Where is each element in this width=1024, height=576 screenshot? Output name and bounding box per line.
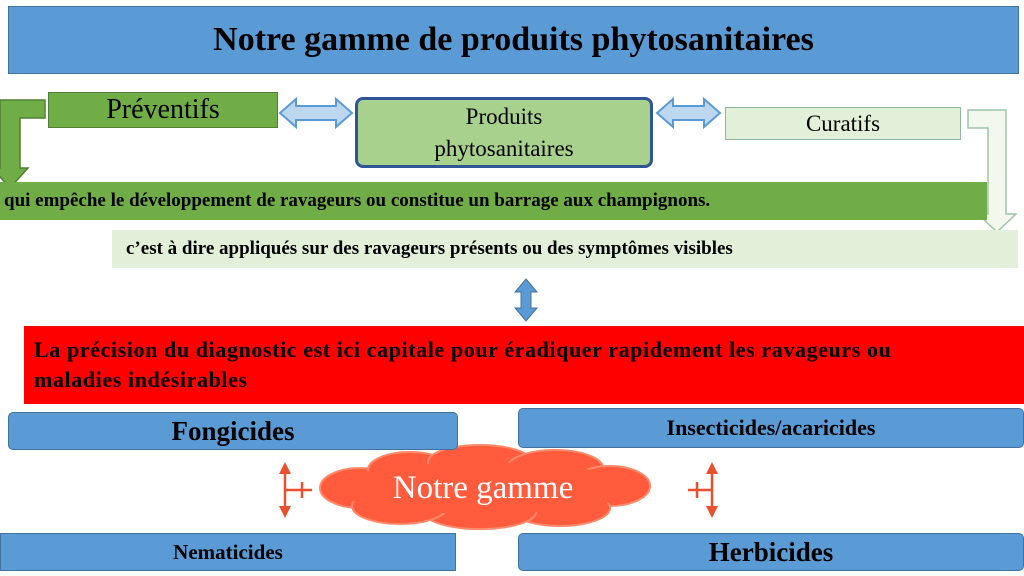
connector-right [688,462,718,518]
vertical-double-arrow [513,278,539,322]
notre-gamme-label: Notre gamme [392,469,574,506]
insecticides-box: Insecticides/acaricides [518,408,1024,448]
preventifs-box: Préventifs [48,92,278,128]
cloud-shape [319,444,651,530]
bent-arrow-left [0,99,46,190]
diagnostic-banner: La précision du diagnostic est ici capit… [24,326,1024,404]
nematicides-box: Nematicides [0,533,456,571]
double-arrow-right [655,96,722,130]
page-title: Notre gamme de produits phytosanitaires [8,6,1019,74]
connector-left [279,462,312,518]
produits-box: Produits phytosanitaires [355,97,653,168]
produits-line1: Produits [465,103,543,129]
produits-line2: phytosanitaires [434,135,574,161]
curatifs-box: Curatifs [725,107,961,140]
double-arrow-left [278,96,354,130]
fongicides-box: Fongicides [8,412,458,450]
bent-arrow-right [967,109,1018,234]
curatif-description: c’est à dire appliqués sur des ravageurs… [112,230,1018,268]
preventif-description: qui empêche le développement de ravageur… [0,182,987,220]
herbicides-box: Herbicides [518,533,1024,571]
